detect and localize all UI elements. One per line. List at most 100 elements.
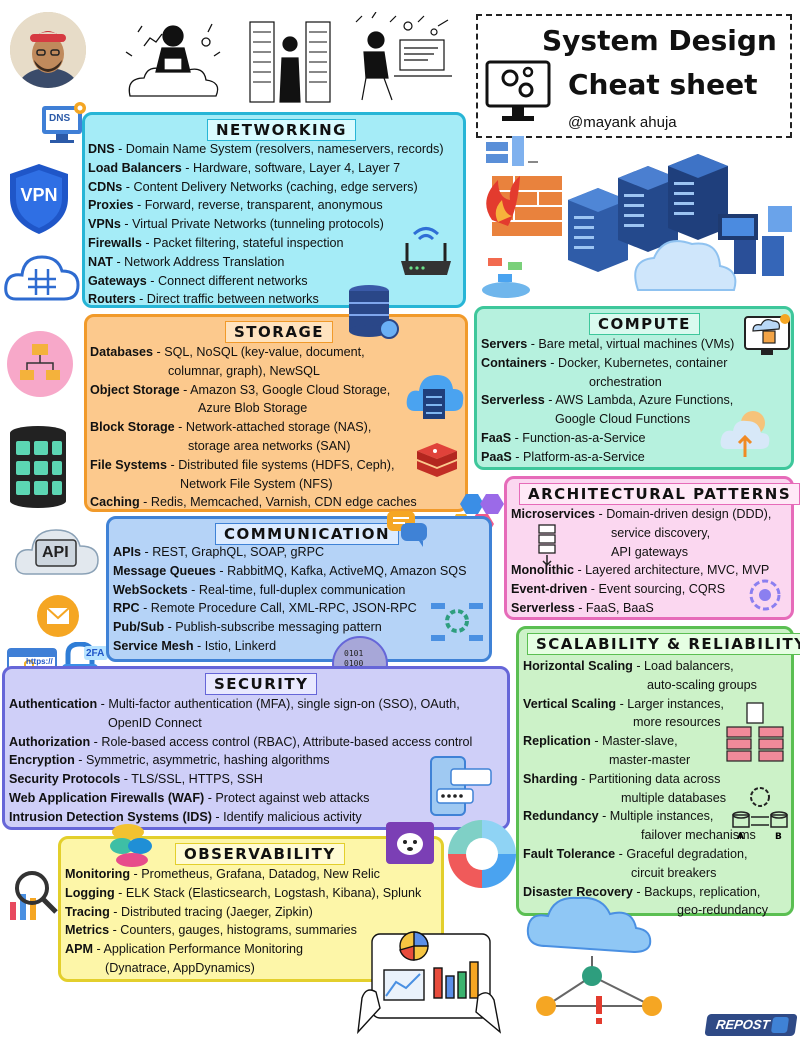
security-section: SECURITY Authentication - Multi-factor a… <box>2 666 510 830</box>
architectural-list: Microservices - Domain-driven design (DD… <box>511 505 771 618</box>
list-item: Load Balancers - Hardware, software, Lay… <box>88 160 401 175</box>
observability-list: Monitoring - Prometheus, Grafana, Datado… <box>65 865 421 978</box>
envelope-icon <box>36 594 80 638</box>
storage-title: STORAGE <box>225 321 334 343</box>
architectural-patterns-section: ARCHITECTURAL PATTERNS Microservices - D… <box>504 476 800 620</box>
security-list: Authentication - Multi-factor authentica… <box>9 695 472 827</box>
https-label: https:// <box>26 657 53 666</box>
list-item: Gateways - Connect different networks <box>88 273 308 288</box>
networking-section: NETWORKING DNS - Domain Name System (res… <box>82 112 466 308</box>
list-item: PaaS - Platform-as-a-Service <box>481 449 645 464</box>
list-item: FaaS - Function-as-a-Service <box>481 430 646 445</box>
list-item: Intrusion Detection Systems (IDS) - Iden… <box>9 809 362 824</box>
elastic-logo-icon <box>108 822 156 868</box>
hierarchy-folder-icon <box>6 330 74 398</box>
network-cloud-icon <box>4 245 82 307</box>
list-item: Caching - Redis, Memcached, Varnish, CDN… <box>90 495 417 510</box>
page-title-line2: Cheat sheet <box>568 68 758 101</box>
two-factor-label: 2FA <box>86 648 105 659</box>
list-item-continuation: OpenID Connect <box>108 715 202 730</box>
analytics-tablet-illustration <box>354 912 504 1036</box>
desk-worker-illustration-icon <box>348 11 458 104</box>
scalability-list: Horizontal Scaling - Load balancers, aut… <box>523 657 768 920</box>
list-item-continuation: geo-redundancy <box>677 903 769 918</box>
dns-label: DNS <box>49 113 71 124</box>
list-item-continuation: storage area networks (SAN) <box>188 438 351 453</box>
list-item: Routers - Direct traffic between network… <box>88 292 319 307</box>
list-item-continuation: service discovery, <box>611 525 711 540</box>
cloud-servers-firewall-illustration <box>468 130 798 305</box>
page-title-line1: System Design <box>542 24 777 57</box>
list-item: RPC - Remote Procedure Call, XML-RPC, JS… <box>113 601 417 616</box>
network-gear-icon <box>429 597 485 647</box>
list-item: Service Mesh - Istio, Linkerd <box>113 638 277 653</box>
list-item: APIs - REST, GraphQL, SOAP, gRPC <box>113 545 325 559</box>
list-item: VPNs - Virtual Private Networks (tunneli… <box>88 217 384 232</box>
list-item: Logging - ELK Stack (Elasticsearch, Logs… <box>65 885 422 900</box>
list-item: Replication - Master-slave, <box>523 734 678 749</box>
list-item: Servers - Bare metal, virtual machines (… <box>481 337 735 351</box>
list-item: Microservices - Domain-driven design (DD… <box>511 507 772 521</box>
list-item: NAT - Network Address Translation <box>88 254 285 269</box>
cloud-upload-gear-icon <box>719 405 773 461</box>
svg-text:0101: 0101 <box>344 649 363 658</box>
author-handle: @mayank ahuja <box>568 114 677 131</box>
title-box: System Design Cheat sheet @mayank ahuja <box>476 14 792 138</box>
list-item: Vertical Scaling - Larger instances, <box>523 696 724 711</box>
datadog-dog-icon <box>386 822 434 864</box>
list-item: Proxies - Forward, reverse, transparent,… <box>88 198 383 213</box>
list-item-continuation: (Dynatrace, AppDynamics) <box>105 960 255 975</box>
donut-chart-icon <box>444 816 520 892</box>
redis-icon <box>413 439 461 481</box>
list-item: Block Storage - Network-attached storage… <box>90 420 372 435</box>
developer-illustration-icon <box>118 12 228 104</box>
api-cloud-icon: API <box>14 518 100 580</box>
communication-title: COMMUNICATION <box>215 523 399 545</box>
list-item: Horizontal Scaling - Load balancers, <box>523 659 734 673</box>
cloud-network-alert-illustration <box>516 892 678 1032</box>
vpn-label: VPN <box>20 185 58 205</box>
communication-section: COMMUNICATION APIs - REST, GraphQL, SOAP… <box>106 511 492 662</box>
list-item-continuation: Azure Blob Storage <box>198 401 308 416</box>
list-item-continuation: multiple databases <box>621 790 727 805</box>
list-item: Encryption - Symmetric, asymmetric, hash… <box>9 753 330 768</box>
api-label: API <box>42 544 69 561</box>
list-item-continuation: auto-scaling groups <box>647 677 757 692</box>
list-item-continuation: orchestration <box>589 374 662 389</box>
list-item: Authentication - Multi-factor authentica… <box>9 697 460 711</box>
repost-label: REPOST <box>715 1017 771 1032</box>
replication-gear-ab-icon: A B <box>731 785 789 842</box>
server-room-illustration-icon <box>244 14 336 106</box>
router-icon <box>397 225 455 281</box>
list-item-continuation: API gateways <box>611 544 689 559</box>
list-item: Metrics - Counters, gauges, histograms, … <box>65 923 357 938</box>
list-item: Monolithic - Layered architecture, MVC, … <box>511 563 770 578</box>
repost-arrows-icon <box>770 1017 790 1033</box>
list-item-continuation: master-master <box>609 752 691 767</box>
storage-list: Databases - SQL, NoSQL (key-value, docum… <box>90 343 417 512</box>
security-title: SECURITY <box>205 673 318 695</box>
list-item: Disaster Recovery - Backups, replication… <box>523 884 761 899</box>
monitor-cloud-box-icon <box>741 309 793 361</box>
list-item: Serverless - AWS Lambda, Azure Functions… <box>481 393 734 408</box>
compute-title: COMPUTE <box>589 313 700 335</box>
server-download-icon <box>535 523 559 569</box>
svg-text:0100: 0100 <box>344 659 363 668</box>
list-item: Monitoring - Prometheus, Grafana, Datado… <box>65 867 380 881</box>
author-avatar <box>10 12 86 88</box>
networking-title: NETWORKING <box>207 119 356 141</box>
svg-text:A: A <box>737 832 744 841</box>
circuit-gear-icon <box>745 575 785 615</box>
list-item: Pub/Sub - Publish-subscribe messaging pa… <box>113 620 382 635</box>
list-item: Security Protocols - TLS/SSL, HTTPS, SSH <box>9 772 263 787</box>
list-item-continuation: Network File System (NFS) <box>180 476 333 491</box>
phone-password-icon <box>425 755 495 819</box>
scalability-reliability-title: SCALABILITY & RELIABILITY <box>527 633 800 655</box>
list-item: File Systems - Distributed file systems … <box>90 457 395 472</box>
communication-list: APIs - REST, GraphQL, SOAP, gRPC Message… <box>113 543 466 656</box>
list-item: Tracing - Distributed tracing (Jaeger, Z… <box>65 904 313 919</box>
list-item: Serverless - FaaS, BaaS <box>511 600 654 615</box>
scalability-reliability-section: SCALABILITY & RELIABILITY Horizontal Sca… <box>516 626 800 917</box>
list-item: Message Queues - RabbitMQ, Kafka, Active… <box>113 563 467 578</box>
repost-button[interactable]: REPOST <box>704 1014 798 1036</box>
